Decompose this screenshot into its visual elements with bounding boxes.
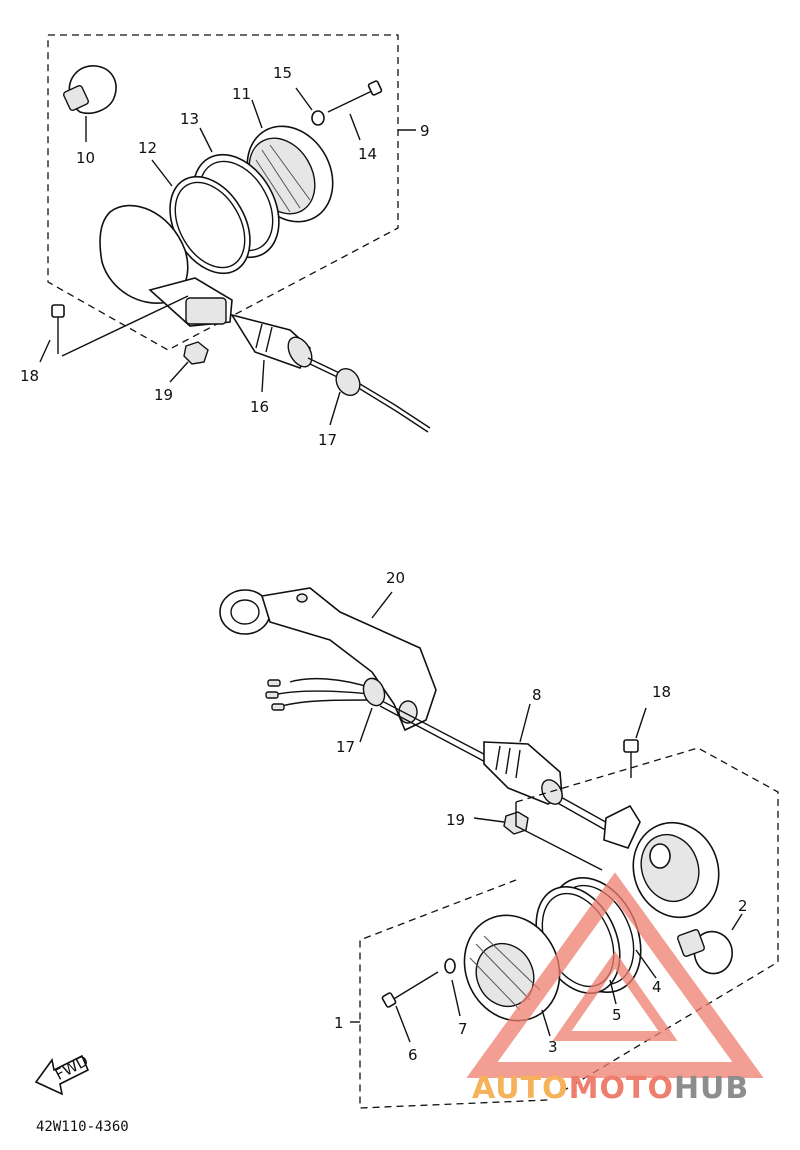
diagram-code: 42W110-4360 — [36, 1119, 129, 1135]
callout-13: 13 — [180, 110, 199, 128]
group-outline-9 — [47, 34, 399, 351]
callout-15: 15 — [273, 64, 292, 82]
group-outline-1 — [359, 747, 779, 1109]
grommet-17 — [335, 367, 361, 397]
callout-19-bottom: 19 — [446, 811, 465, 829]
callout-12: 12 — [138, 139, 157, 157]
watermark-triangle — [466, 872, 764, 1078]
callout-19-top: 19 — [154, 386, 173, 404]
housing-bottom — [603, 804, 720, 919]
watermark-part-2: MOTO — [569, 1071, 674, 1106]
callout-7: 7 — [458, 1020, 468, 1038]
washer-15 — [295, 87, 325, 126]
callout-17-top: 17 — [318, 431, 337, 449]
callout-4: 4 — [652, 978, 662, 996]
callout-10: 10 — [76, 149, 95, 167]
callout-17-bottom: 17 — [336, 738, 355, 756]
callout-6: 6 — [408, 1046, 418, 1064]
screw-6 — [381, 971, 439, 1043]
watermark-logo — [466, 872, 764, 1078]
callout-18-bottom: 18 — [652, 683, 671, 701]
socket-8 — [483, 703, 563, 805]
callout-5: 5 — [612, 1006, 622, 1024]
socket-16 — [230, 313, 313, 369]
bolt-18-top — [39, 295, 189, 363]
callout-9: 9 — [420, 122, 430, 140]
housing-top — [99, 204, 233, 327]
callout-14: 14 — [358, 145, 377, 163]
nut-19-top — [169, 341, 209, 383]
callout-18-top: 18 — [20, 367, 39, 385]
callout-16: 16 — [250, 398, 269, 416]
callout-20: 20 — [386, 569, 405, 587]
fwd-arrow: FWD — [34, 1052, 91, 1096]
stay-20 — [219, 587, 437, 732]
callout-8: 8 — [532, 686, 542, 704]
bottom-assembly — [219, 587, 779, 1109]
nut-19-bottom — [473, 802, 603, 871]
bulb-2 — [677, 913, 743, 975]
watermark-part-3: HUB — [674, 1071, 749, 1106]
grommet-17-bottom — [362, 677, 386, 707]
bulb-10 — [62, 65, 117, 142]
callout-1: 1 — [334, 1014, 344, 1032]
wire-top — [307, 357, 431, 429]
watermark-part-1: AUTO — [472, 1071, 569, 1106]
top-assembly — [39, 34, 431, 433]
bolt-18-bottom — [623, 707, 647, 778]
wires-bottom — [265, 677, 621, 837]
callout-labels: 10 12 13 11 15 14 9 18 19 16 17 20 8 17 … — [20, 64, 748, 1064]
callout-11: 11 — [232, 85, 251, 103]
screw-14 — [327, 80, 383, 141]
washer-7 — [444, 958, 461, 1017]
callout-2: 2 — [738, 897, 748, 915]
watermark-text: AUTOMOTOHUB — [472, 1071, 749, 1106]
callout-3: 3 — [548, 1038, 558, 1056]
